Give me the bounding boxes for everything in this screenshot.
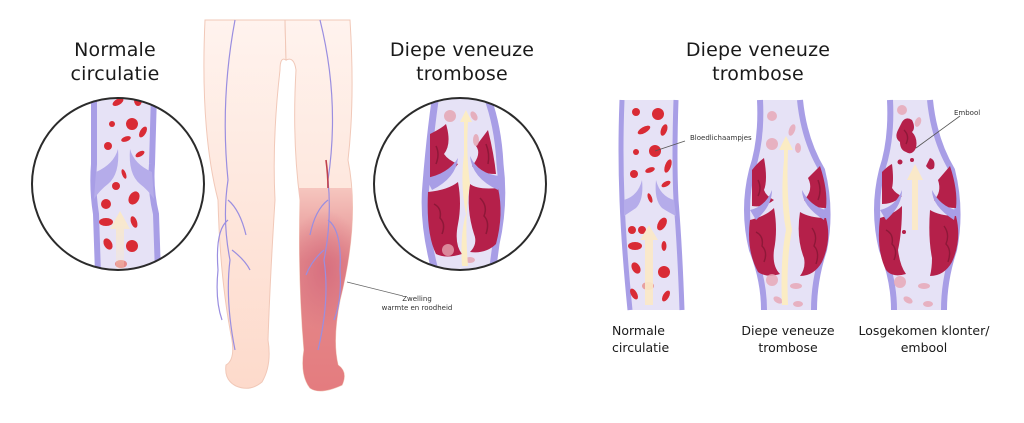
normal-vein-diagram [618,99,685,311]
dvt-title-left: Diepe veneuze trombose [372,38,552,86]
normal-circulation-title: Normale circulatie [40,38,190,86]
swelling-label-line1: Zwelling [402,295,432,303]
normal-circulation-title-line1: Normale [74,39,156,61]
swelling-leader-line [346,281,404,297]
caption-embolus: Losgekomen klonter/ embool [846,322,1002,356]
left-leg [203,19,287,389]
caption-dvt: Diepe veneuze trombose [718,322,858,356]
caption-normal-circulation-line2: circulatie [612,340,670,355]
legs-illustration [203,19,353,392]
caption-embolus-line1: Losgekomen klonter/ [858,323,990,338]
caption-normal-circulation: Normale circulatie [612,322,692,356]
embolus-clot [896,118,917,154]
blood-cells-label: Bloedlichaampjes [690,134,752,142]
dvt-title-left-line1: Diepe veneuze [389,39,535,61]
caption-normal-circulation-line1: Normale [612,323,665,338]
dvt-title-right-line2: trombose [712,63,804,85]
embolus-leader-line [915,115,961,149]
normal-circulation-magnifier [31,97,205,271]
caption-embolus-line2: embool [900,340,948,355]
dvt-title-left-line2: trombose [416,63,508,85]
dvt-magnifier [373,97,547,271]
embolus-vein-diagram [874,99,961,311]
normal-circulation-title-line2: circulatie [70,63,160,85]
dvt-title-right-line1: Diepe veneuze [685,39,831,61]
blood-cells-leader-line [654,140,686,152]
swelling-label-line2: warmte en roodheid [381,304,453,312]
caption-dvt-line2: trombose [758,340,818,355]
caption-dvt-line1: Diepe veneuze [741,323,835,338]
dvt-title-right: Diepe veneuze trombose [668,38,848,86]
dvt-vein-diagram [744,99,831,311]
embolus-label: Embool [954,109,981,117]
swelling-label: Zwelling warmte en roodheid [372,295,462,313]
